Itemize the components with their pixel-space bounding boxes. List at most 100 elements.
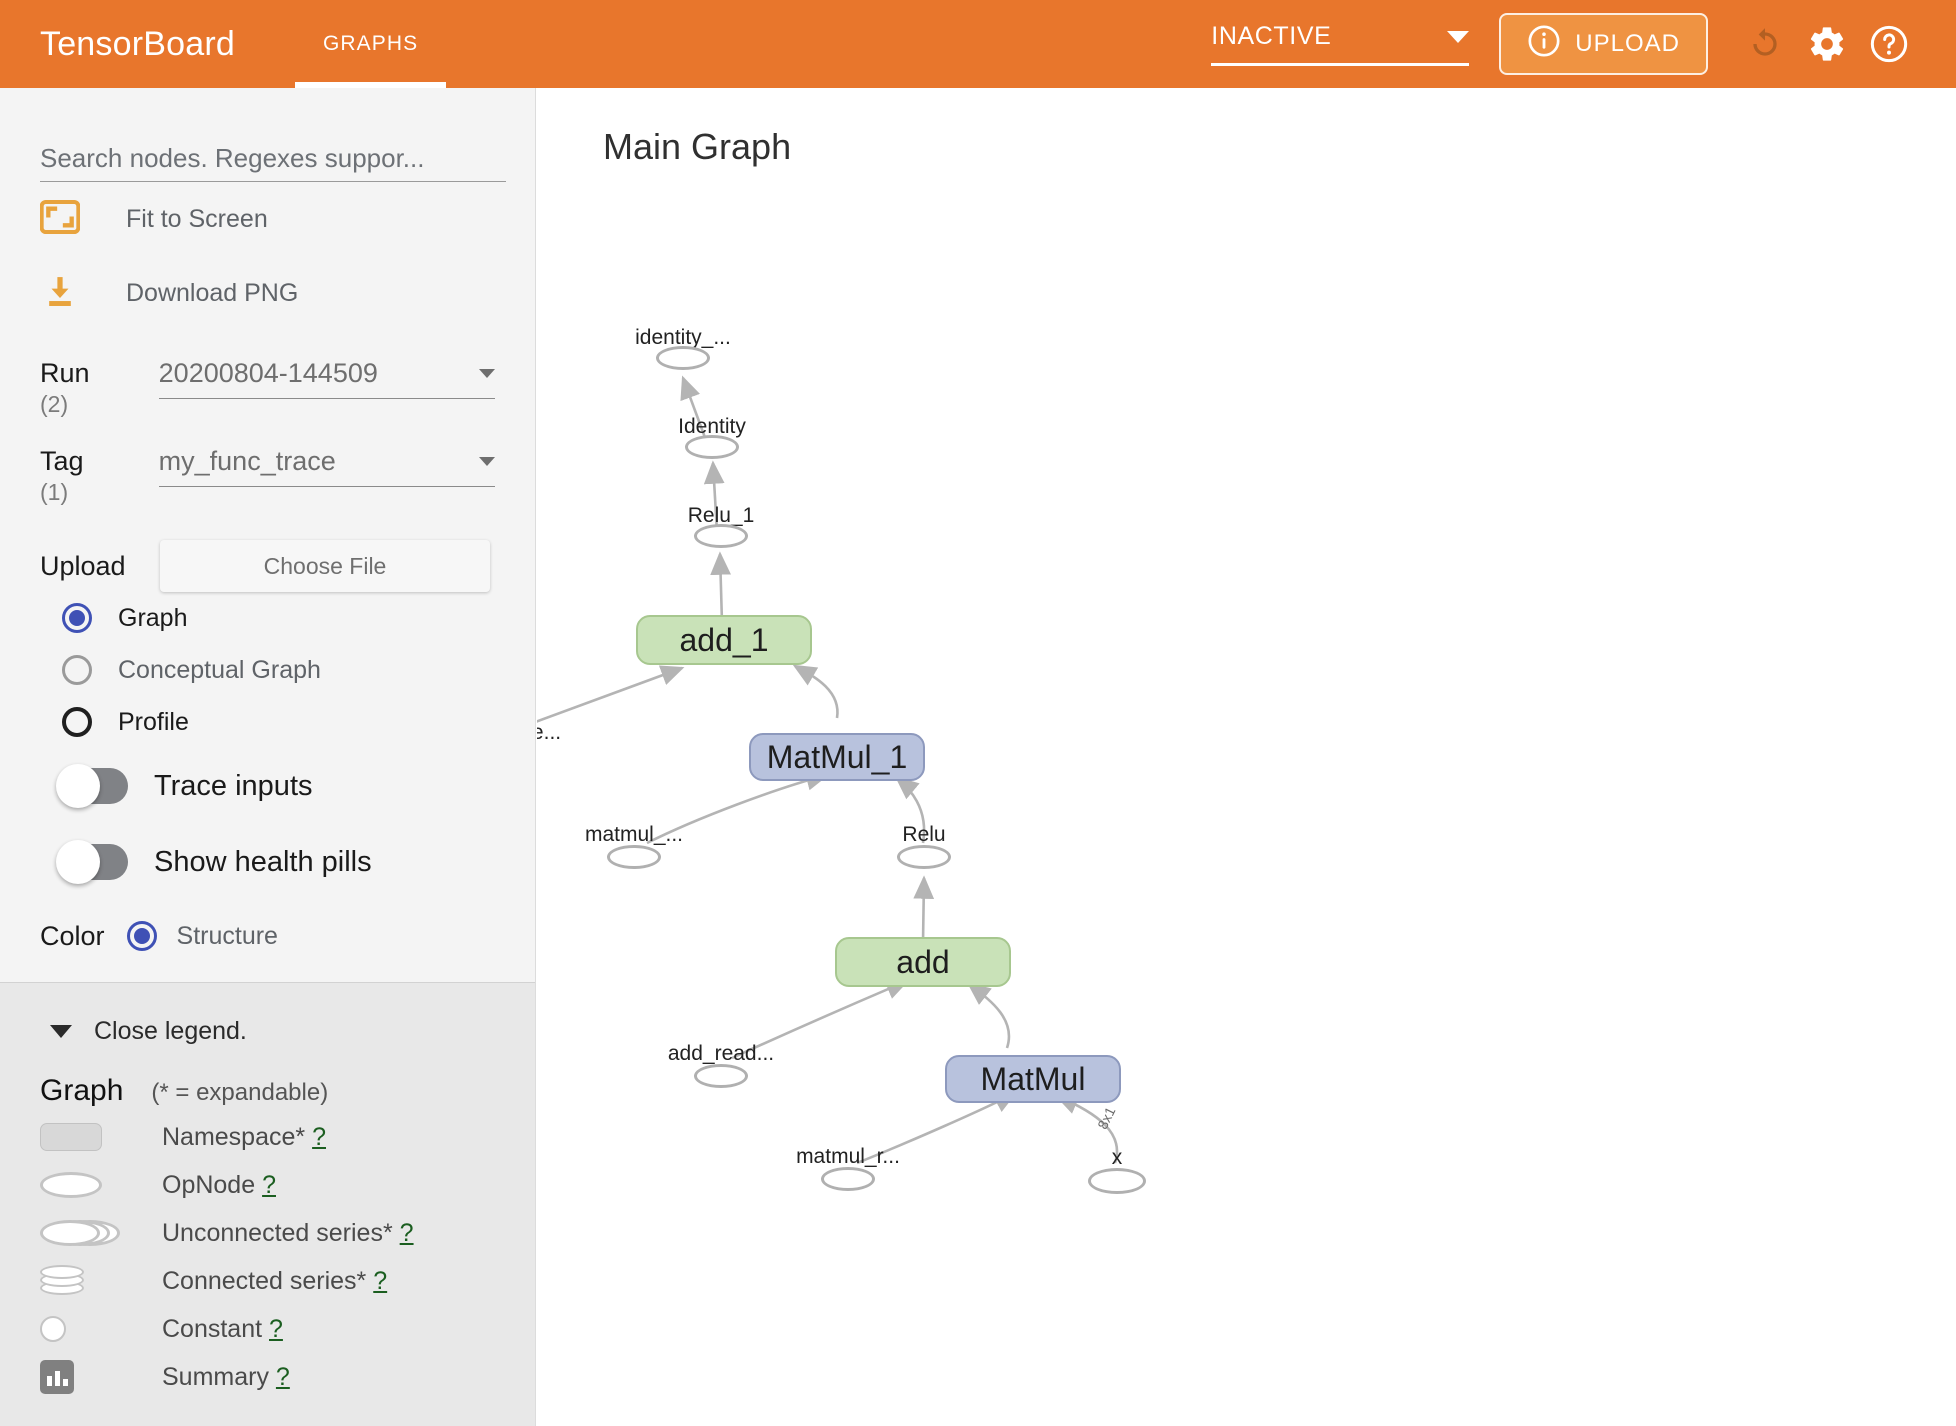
node-matmul_read[interactable] <box>607 845 661 869</box>
status-dropdown[interactable]: INACTIVE <box>1211 22 1470 66</box>
upload-row: Upload Choose File <box>40 540 495 592</box>
radio-graph-label: Graph <box>118 603 188 632</box>
legend-item-opnode-label: OpNode ? <box>162 1170 276 1199</box>
node-add[interactable]: add <box>835 937 1011 987</box>
node-label-x: x <box>1111 1146 1123 1169</box>
status-value: INACTIVE <box>1211 22 1332 50</box>
constant-icon <box>40 1316 136 1342</box>
chevron-down-icon <box>50 1025 72 1038</box>
header-actions: INACTIVE UPLOAD <box>1211 13 1956 75</box>
toggle-trace-inputs-label: Trace inputs <box>154 769 313 802</box>
node-label-identity: Identity <box>678 415 746 438</box>
upload-label: Upload <box>40 550 126 581</box>
node-identity_1[interactable] <box>656 346 710 370</box>
close-legend-button[interactable]: Close legend. <box>40 1017 495 1046</box>
help-link[interactable]: ? <box>269 1314 283 1343</box>
choose-file-button[interactable]: Choose File <box>160 540 490 592</box>
run-label-group: Run (2) <box>40 358 157 418</box>
radio-profile-indicator <box>62 707 92 737</box>
node-x[interactable] <box>1088 1168 1146 1194</box>
run-count: (2) <box>40 391 69 417</box>
search-input[interactable] <box>40 136 506 182</box>
upload-button-label: UPLOAD <box>1575 30 1680 57</box>
tag-dropdown[interactable]: my_func_trace <box>158 446 495 487</box>
close-legend-label: Close legend. <box>94 1017 247 1045</box>
run-value: 20200804-144509 <box>158 358 378 388</box>
legend-item-connected-series: Connected series* ? <box>40 1262 495 1300</box>
radio-profile[interactable]: Profile <box>40 696 495 748</box>
connected-series-icon <box>40 1265 136 1297</box>
radio-conceptual-graph[interactable]: Conceptual Graph <box>40 644 495 696</box>
legend-item-summary-label: Summary ? <box>162 1362 290 1391</box>
legend-item-unconnected-series-label: Unconnected series* ? <box>162 1218 414 1247</box>
header-tabs: GRAPHS <box>294 0 447 88</box>
run-selector-row: Run (2) 20200804-144509 <box>40 358 495 418</box>
tag-selector-row: Tag (1) my_func_trace <box>40 446 495 506</box>
sidebar-controls: Fit to Screen Download PNG Run (2) <box>0 88 535 964</box>
legend-item-unconnected-series: Unconnected series* ? <box>40 1214 495 1252</box>
color-label: Color <box>40 920 105 951</box>
sidebar-divider <box>0 982 535 983</box>
node-matmul_r[interactable] <box>821 1167 875 1191</box>
node-label-relu: Relu <box>902 823 946 846</box>
legend-item-namespace-label: Namespace* ? <box>162 1122 326 1151</box>
legend-item-constant: Constant ? <box>40 1310 495 1348</box>
refresh-icon[interactable] <box>1734 13 1796 75</box>
toggle-show-health-pills-label: Show health pills <box>154 845 372 878</box>
fit-to-screen-label: Fit to Screen <box>126 204 268 233</box>
node-label-add_1_read: add_1_re... <box>537 721 562 744</box>
legend-item-constant-label: Constant ? <box>162 1314 283 1343</box>
legend-note: (* = expandable) <box>151 1079 329 1106</box>
node-matmul_1[interactable]: MatMul_1 <box>749 733 925 781</box>
node-label-matmul_r: matmul_r... <box>796 1145 900 1168</box>
app-header: TensorBoard GRAPHS INACTIVE UPLOAD <box>0 0 1956 88</box>
left-sidebar: Fit to Screen Download PNG Run (2) <box>0 88 536 1426</box>
node-identity[interactable] <box>685 435 739 459</box>
legend-item-connected-series-label: Connected series* ? <box>162 1266 388 1295</box>
summary-icon <box>40 1360 136 1394</box>
toggle-trace-inputs[interactable]: Trace inputs <box>40 748 495 824</box>
help-link[interactable]: ? <box>275 1362 290 1391</box>
gear-icon[interactable] <box>1796 13 1858 75</box>
node-matmul[interactable]: MatMul <box>945 1055 1121 1103</box>
tag-label-group: Tag (1) <box>40 446 157 506</box>
node-relu[interactable] <box>897 845 951 869</box>
toggle-show-health-pills[interactable]: Show health pills <box>40 824 495 900</box>
help-link[interactable]: ? <box>262 1170 276 1199</box>
toggle-show-health-pills-switch[interactable] <box>56 840 128 884</box>
info-circle-icon <box>1527 24 1561 65</box>
node-add_1[interactable]: add_1 <box>636 615 812 665</box>
run-dropdown[interactable]: 20200804-144509 <box>158 358 495 399</box>
node-relu_1[interactable] <box>694 524 748 548</box>
page-title: Main Graph <box>603 126 792 167</box>
search-container <box>40 88 506 182</box>
radio-structure-label: Structure <box>176 921 278 950</box>
fit-to-screen-button[interactable]: Fit to Screen <box>39 182 495 256</box>
help-link[interactable]: ? <box>373 1266 388 1295</box>
help-link[interactable]: ? <box>399 1218 414 1247</box>
graph-canvas[interactable]: Main Graph identity <box>537 88 1956 1426</box>
download-png-button[interactable]: Download PNG <box>40 256 495 330</box>
fit-to-screen-icon <box>39 199 81 239</box>
legend-panel: Close legend. Graph (* = expandable) Nam… <box>0 983 535 1426</box>
chevron-down-icon <box>479 457 495 466</box>
tag-count: (1) <box>40 479 69 505</box>
radio-conceptual-graph-label: Conceptual Graph <box>118 655 321 684</box>
node-label-matmul_read: matmul_... <box>584 823 684 846</box>
radio-graph[interactable]: Graph <box>40 592 495 644</box>
toggle-trace-inputs-switch[interactable] <box>56 764 128 808</box>
upload-button[interactable]: UPLOAD <box>1499 13 1708 75</box>
tab-graphs[interactable]: GRAPHS <box>294 0 447 88</box>
radio-structure-indicator[interactable] <box>126 921 157 951</box>
node-label-add_read: add_read... <box>667 1042 775 1065</box>
node-add_read[interactable] <box>694 1064 748 1088</box>
help-link[interactable]: ? <box>312 1122 326 1151</box>
namespace-icon <box>40 1123 136 1151</box>
legend-item-summary: Summary ? <box>40 1358 495 1396</box>
help-circle-icon[interactable] <box>1858 13 1920 75</box>
run-label: Run <box>40 358 90 388</box>
legend-header: Graph (* = expandable) <box>40 1074 495 1108</box>
node-label-relu_1: Relu_1 <box>687 504 755 527</box>
radio-conceptual-graph-indicator <box>62 655 92 685</box>
